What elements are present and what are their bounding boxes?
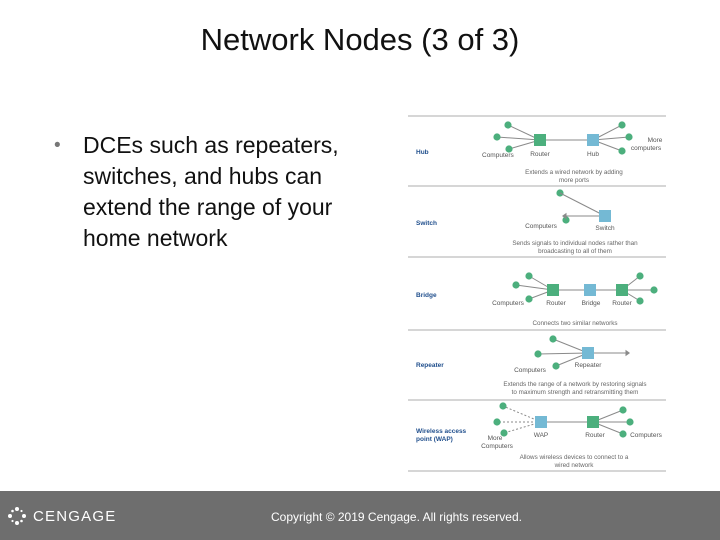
node-label: Router <box>546 300 566 307</box>
computer-node <box>493 133 501 141</box>
row-caption: Extends a wired network by adding <box>525 169 623 176</box>
row-caption: Connects two similar networks <box>532 320 617 327</box>
computer-node <box>619 430 627 438</box>
computer-node <box>618 121 626 129</box>
node-label: computers <box>631 145 662 152</box>
row-heading: Switch <box>416 220 437 227</box>
connector-line <box>502 405 542 423</box>
computer-node <box>619 406 627 414</box>
row-caption: more ports <box>559 177 589 184</box>
computer-node <box>512 281 520 289</box>
computer-node <box>625 133 633 141</box>
node-label: More <box>648 137 663 144</box>
hub-node <box>587 134 599 146</box>
connector-line <box>537 352 589 355</box>
node-label: WAP <box>534 432 549 439</box>
node-label: Router <box>585 432 605 439</box>
row-heading: Bridge <box>416 292 437 299</box>
bullet-text: DCEs such as repeaters, switches, and hu… <box>83 132 339 251</box>
router-node <box>547 284 559 296</box>
copyright-text: Copyright © 2019 Cengage. All rights res… <box>271 510 522 524</box>
computer-node <box>505 145 513 153</box>
row-heading: Wireless access <box>416 428 467 435</box>
slide-title: Network Nodes (3 of 3) <box>200 22 520 57</box>
node-label: Computers <box>514 367 547 374</box>
router-node <box>616 284 628 296</box>
computer-node <box>618 147 626 155</box>
cengage-logo: CENGAGE <box>6 505 116 527</box>
cengage-logo-icon <box>8 507 26 525</box>
computer-node <box>499 402 507 410</box>
computer-node <box>562 216 570 224</box>
connector-line <box>496 136 541 141</box>
logo-wordmark: CENGAGE <box>33 507 117 525</box>
row-caption: Extends the range of a network by restor… <box>503 381 646 388</box>
node-label: Computers <box>630 432 663 439</box>
node-label: More <box>488 435 503 442</box>
switch-node <box>599 210 611 222</box>
router-node <box>534 134 546 146</box>
arrow-head <box>562 212 567 220</box>
computer-node <box>504 121 512 129</box>
computer-node <box>493 418 501 426</box>
computer-node <box>636 297 644 305</box>
arrow-head <box>625 349 630 357</box>
node-label: Computers <box>492 300 525 307</box>
computer-node <box>525 272 533 280</box>
computer-node <box>552 362 560 370</box>
node-label: Hub <box>587 151 599 158</box>
node-label: Computers <box>481 443 514 450</box>
connector-line <box>559 192 606 217</box>
row-heading: Hub <box>416 149 429 156</box>
computer-node <box>650 286 658 294</box>
connector-line <box>515 284 554 291</box>
row-caption: Sends signals to individual nodes rather… <box>512 240 638 247</box>
node-label: Switch <box>595 225 615 232</box>
computer-node <box>636 272 644 280</box>
computer-node <box>534 350 542 358</box>
router-node <box>587 416 599 428</box>
connector-line <box>503 421 542 434</box>
row-caption: Allows wireless devices to connect to a <box>520 454 629 461</box>
row-caption: to maximum strength and retransmitting t… <box>512 389 639 396</box>
node-label: Router <box>530 151 550 158</box>
node-label: Repeater <box>575 362 603 369</box>
row-heading: point (WAP) <box>416 436 453 443</box>
bullet-marker: • <box>54 135 61 156</box>
repeater-node <box>582 347 594 359</box>
computer-node <box>500 429 508 437</box>
computer-node <box>549 335 557 343</box>
computer-node <box>525 295 533 303</box>
computer-node <box>626 418 634 426</box>
row-caption: broadcasting to all of them <box>538 248 612 255</box>
row-caption: wired network <box>554 462 595 469</box>
node-label: Bridge <box>582 300 601 307</box>
row-heading: Repeater <box>416 362 444 369</box>
bridge-node <box>584 284 596 296</box>
footer-bar: CENGAGE Copyright © 2019 Cengage. All ri… <box>0 491 720 540</box>
node-label: Computers <box>482 152 515 159</box>
node-label: Router <box>612 300 632 307</box>
node-label: Computers <box>525 223 558 230</box>
wap-node <box>535 416 547 428</box>
